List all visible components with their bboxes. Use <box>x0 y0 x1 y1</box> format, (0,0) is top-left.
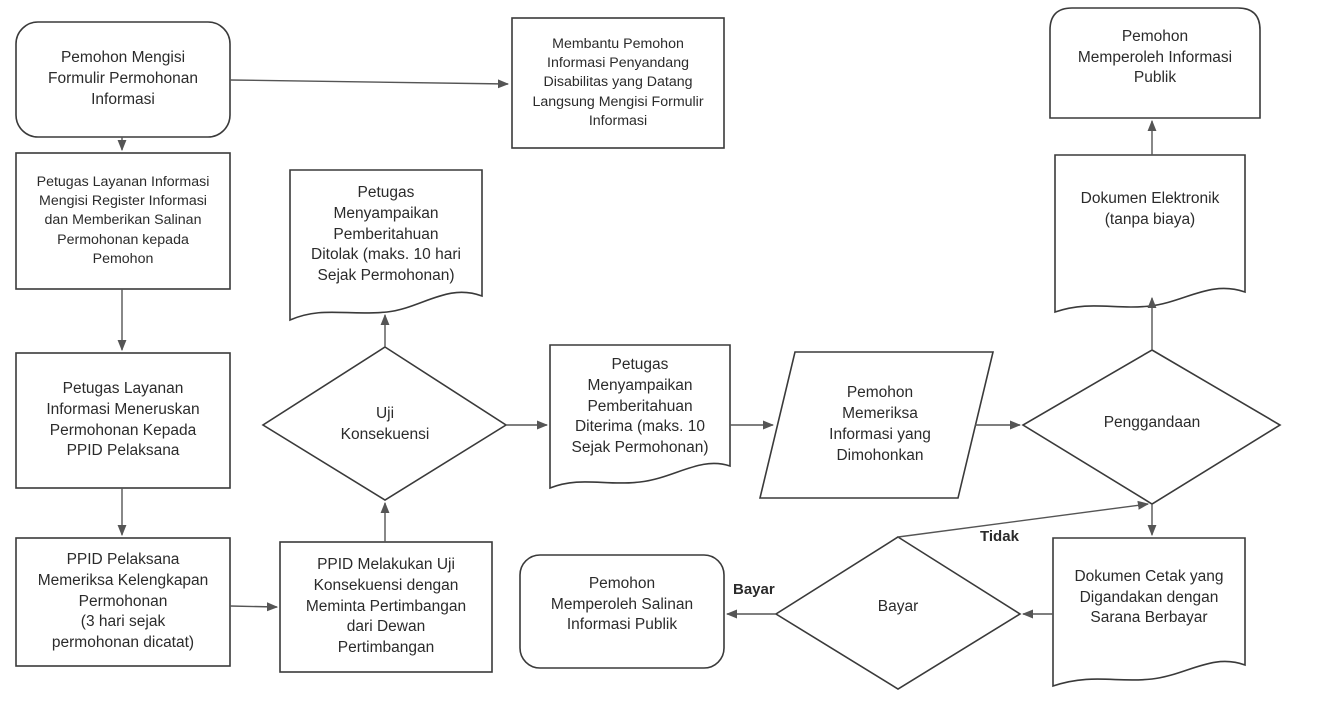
register-shape <box>15 152 231 290</box>
bayar-shape <box>774 536 1022 690</box>
arrow-tidak-penggandaan <box>897 500 1150 538</box>
uji-konsekuensi-node: Uji Konsekuensi <box>340 405 430 443</box>
uji-pertimbangan-node: PPID Melakukan Uji Konsekuensi dengan Me… <box>305 556 467 657</box>
arrow-start-disabilitas <box>229 79 510 89</box>
start-shape <box>15 21 231 138</box>
arrow-periksa-uji <box>229 602 279 612</box>
disabilitas-node: Membantu Pemohon Informasi Penyandang Di… <box>532 36 704 129</box>
ditolak-shape <box>289 169 483 322</box>
edge-label-bayar: Bayar <box>733 581 775 598</box>
penggandaan-node: Penggandaan <box>1103 413 1201 431</box>
edge-label-tidak: Tidak <box>980 528 1019 545</box>
periksa-kelengkapan-shape <box>15 537 231 667</box>
uji-pertimbangan-shape <box>279 541 493 673</box>
salinan-node: Pemohon Memperoleh Salinan Informasi Pub… <box>550 574 694 634</box>
cetak-node: Dokumen Cetak yang Digandakan dengan Sar… <box>1074 567 1224 627</box>
memeriksa-info-shape <box>758 351 995 499</box>
disabilitas-shape <box>511 17 725 149</box>
diterima-shape <box>549 344 731 490</box>
uji-konsekuensi-shape <box>261 346 508 501</box>
register-node: Petugas Layanan Informasi Mengisi Regist… <box>36 174 210 267</box>
ditolak-node: Petugas Menyampaikan Pemberitahuan Ditol… <box>311 184 461 285</box>
diterima-node: Petugas Menyampaikan Pemberitahuan Diter… <box>571 356 709 457</box>
bayar-node: Bayar <box>877 597 919 615</box>
start-node: Pemohon Mengisi Formulir Permohonan Info… <box>48 49 198 108</box>
memperoleh-publik-node: Pemohon Memperoleh Informasi Publik <box>1077 27 1233 87</box>
cetak-shape <box>1052 537 1246 688</box>
elektronik-node: Dokumen Elektronik (tanpa biaya) <box>1080 190 1220 228</box>
memeriksa-info-node: Pemohon Memeriksa Informasi yang Dimohon… <box>829 384 931 464</box>
memperoleh-publik-shape <box>1049 7 1261 119</box>
teruskan-node: Petugas Layanan Informasi Meneruskan Per… <box>46 379 200 460</box>
periksa-kelengkapan-node: PPID Pelaksana Memeriksa Kelengkapan Per… <box>37 551 209 652</box>
teruskan-shape <box>15 352 231 489</box>
salinan-shape <box>519 554 725 669</box>
